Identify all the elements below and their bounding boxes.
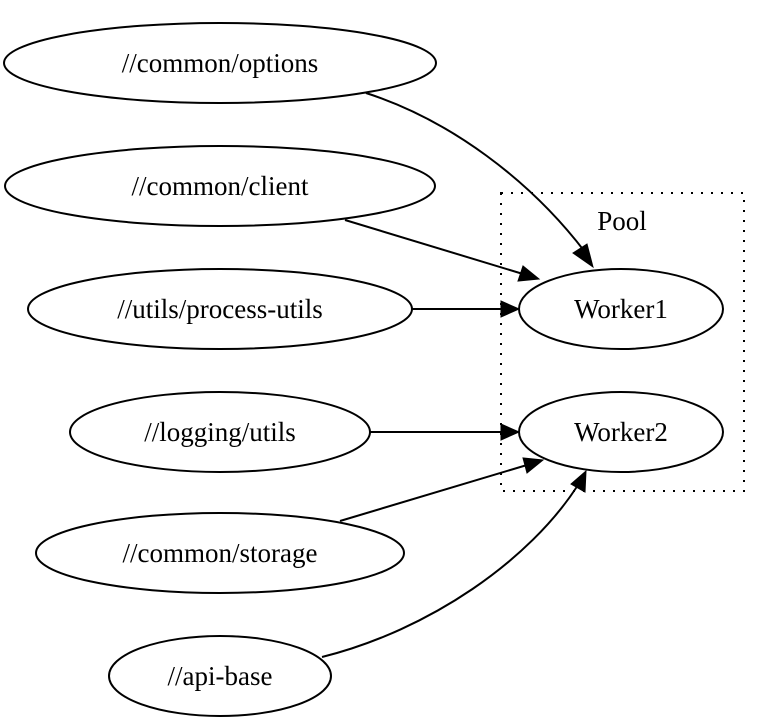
node-utils-process-utils[interactable]: //utils/process-utils xyxy=(27,268,413,350)
edge-utils-process-utils-worker1 xyxy=(411,300,521,318)
node-utils-process-utils-label: //utils/process-utils xyxy=(117,294,323,324)
node-api-base-label: //api-base xyxy=(168,661,273,691)
node-worker2[interactable]: Worker2 xyxy=(518,391,724,473)
cluster-pool: Pool xyxy=(500,192,745,492)
cluster-pool-border xyxy=(500,192,745,492)
edge-common-storage-worker2 xyxy=(339,457,545,522)
node-logging-utils-label: //logging/utils xyxy=(144,417,296,447)
cluster-pool-label: Pool xyxy=(597,206,647,236)
edge-common-options-worker1 xyxy=(365,92,594,269)
nodes: //common/options //common/client //utils… xyxy=(3,22,724,717)
node-logging-utils[interactable]: //logging/utils xyxy=(69,391,371,473)
edge-api-base-worker2 xyxy=(321,469,587,658)
node-worker1-label: Worker1 xyxy=(574,294,668,324)
node-worker1[interactable]: Worker1 xyxy=(518,268,724,350)
node-common-storage-label: //common/storage xyxy=(123,538,318,568)
edge-common-client-worker1 xyxy=(344,219,541,282)
node-api-base[interactable]: //api-base xyxy=(108,635,332,717)
node-common-client-label: //common/client xyxy=(132,171,309,201)
node-common-options-label: //common/options xyxy=(122,48,319,78)
node-worker2-label: Worker2 xyxy=(574,417,668,447)
node-common-options[interactable]: //common/options xyxy=(3,22,437,104)
edge-logging-utils-worker2 xyxy=(368,423,521,441)
node-common-storage[interactable]: //common/storage xyxy=(35,512,405,594)
edges xyxy=(321,92,594,658)
node-common-client[interactable]: //common/client xyxy=(4,145,436,227)
